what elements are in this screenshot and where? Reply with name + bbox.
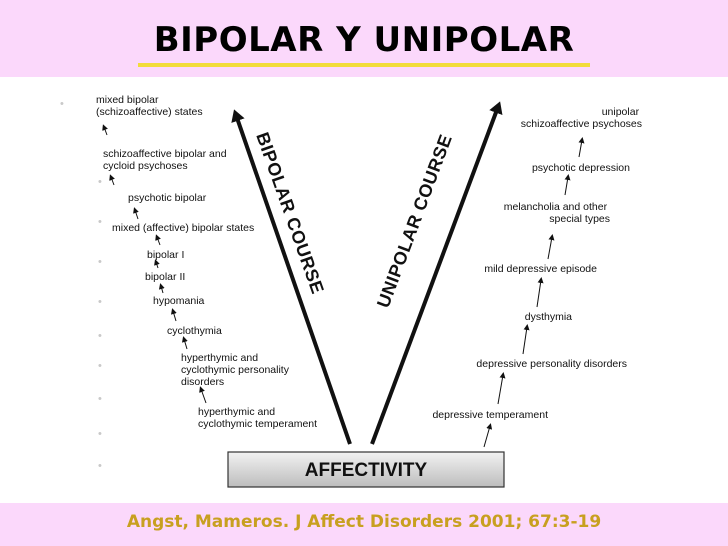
step-arrow	[170, 308, 177, 322]
bipolar-level-label: schizoaffective bipolar and cycloid psyc…	[103, 148, 229, 172]
unipolar-course-arrow	[370, 101, 503, 445]
unipolar-level-label: dysthymia	[525, 311, 572, 323]
bipolar-level-label: bipolar I	[147, 249, 184, 261]
ghost-bullet: •	[98, 460, 102, 472]
ghost-text-layer: • • • • • • • • • •	[60, 98, 102, 472]
ghost-bullet: •	[98, 428, 102, 440]
title-bar: BIPOLAR Y UNIPOLAR	[0, 0, 728, 76]
bipolar-level-label: hyperthymic and cyclothymic personality …	[181, 352, 292, 388]
ghost-bullet: •	[98, 330, 102, 342]
step-arrow	[158, 283, 165, 294]
bipolar-level-label: mixed (affective) bipolar states	[112, 222, 254, 234]
step-arrow	[522, 324, 530, 355]
unipolar-level-label: mild depressive episode	[484, 263, 597, 275]
step-arrow	[133, 207, 139, 220]
step-arrow	[536, 277, 544, 308]
ghost-bullet: •	[98, 176, 102, 188]
step-arrow	[109, 174, 115, 186]
unipolar-level-label: unipolar schizoaffective psychoses	[521, 106, 642, 130]
bipolar-level-label: mixed bipolar (schizoaffective) states	[96, 94, 203, 118]
bipolar-level-label: bipolar II	[145, 271, 185, 283]
ghost-bullet: •	[98, 256, 102, 268]
step-arrow	[483, 423, 493, 448]
bipolar-level-label: cyclothymia	[167, 325, 222, 337]
step-arrow	[497, 372, 506, 405]
bipolar-course-arrow	[231, 109, 352, 445]
affectivity-label: AFFECTIVITY	[305, 460, 428, 481]
ghost-bullet: •	[98, 216, 102, 228]
bipolar-level-label: hyperthymic and cyclothymic temperament	[198, 406, 317, 430]
step-arrow	[578, 137, 585, 158]
title-underline	[138, 63, 590, 67]
unipolar-level-label: melancholia and other special types	[504, 201, 610, 225]
step-arrow	[181, 336, 188, 350]
slide-title: BIPOLAR Y UNIPOLAR	[153, 20, 575, 60]
ghost-bullet: •	[98, 296, 102, 308]
step-arrow	[154, 259, 160, 269]
affectivity-box	[227, 451, 505, 488]
step-arrow	[102, 124, 108, 136]
citation: Angst, Mameros. J Affect Disorders 2001;…	[126, 512, 602, 532]
ghost-bullet: •	[60, 98, 64, 110]
unipolar-level-label: depressive personality disorders	[476, 358, 627, 370]
ghost-bullet: •	[98, 393, 102, 405]
bipolar-level-label: psychotic bipolar	[128, 192, 207, 204]
unipolar-level-label: psychotic depression	[532, 162, 630, 174]
unipolar-level-label: depressive temperament	[432, 409, 548, 421]
unipolar-step-arrows	[483, 137, 585, 448]
ghost-bullet: •	[98, 360, 102, 372]
step-arrow	[564, 174, 571, 196]
unipolar-levels: unipolar schizoaffective psychoses psych…	[432, 106, 642, 421]
step-arrow	[155, 234, 161, 246]
bipolar-step-arrows	[102, 124, 207, 404]
unipolar-course-label: UNIPOLAR COURSE	[373, 132, 456, 311]
affectivity-diagram: • • • • • • • • • • BIPOLAR COURSE UNIPO…	[60, 94, 642, 488]
bipolar-level-label: hypomania	[153, 295, 205, 307]
diagram-panel: • • • • • • • • • • BIPOLAR COURSE UNIPO…	[0, 77, 728, 503]
step-arrow	[199, 386, 207, 404]
bipolar-levels: mixed bipolar (schizoaffective) states s…	[96, 94, 317, 430]
step-arrow	[547, 234, 555, 260]
